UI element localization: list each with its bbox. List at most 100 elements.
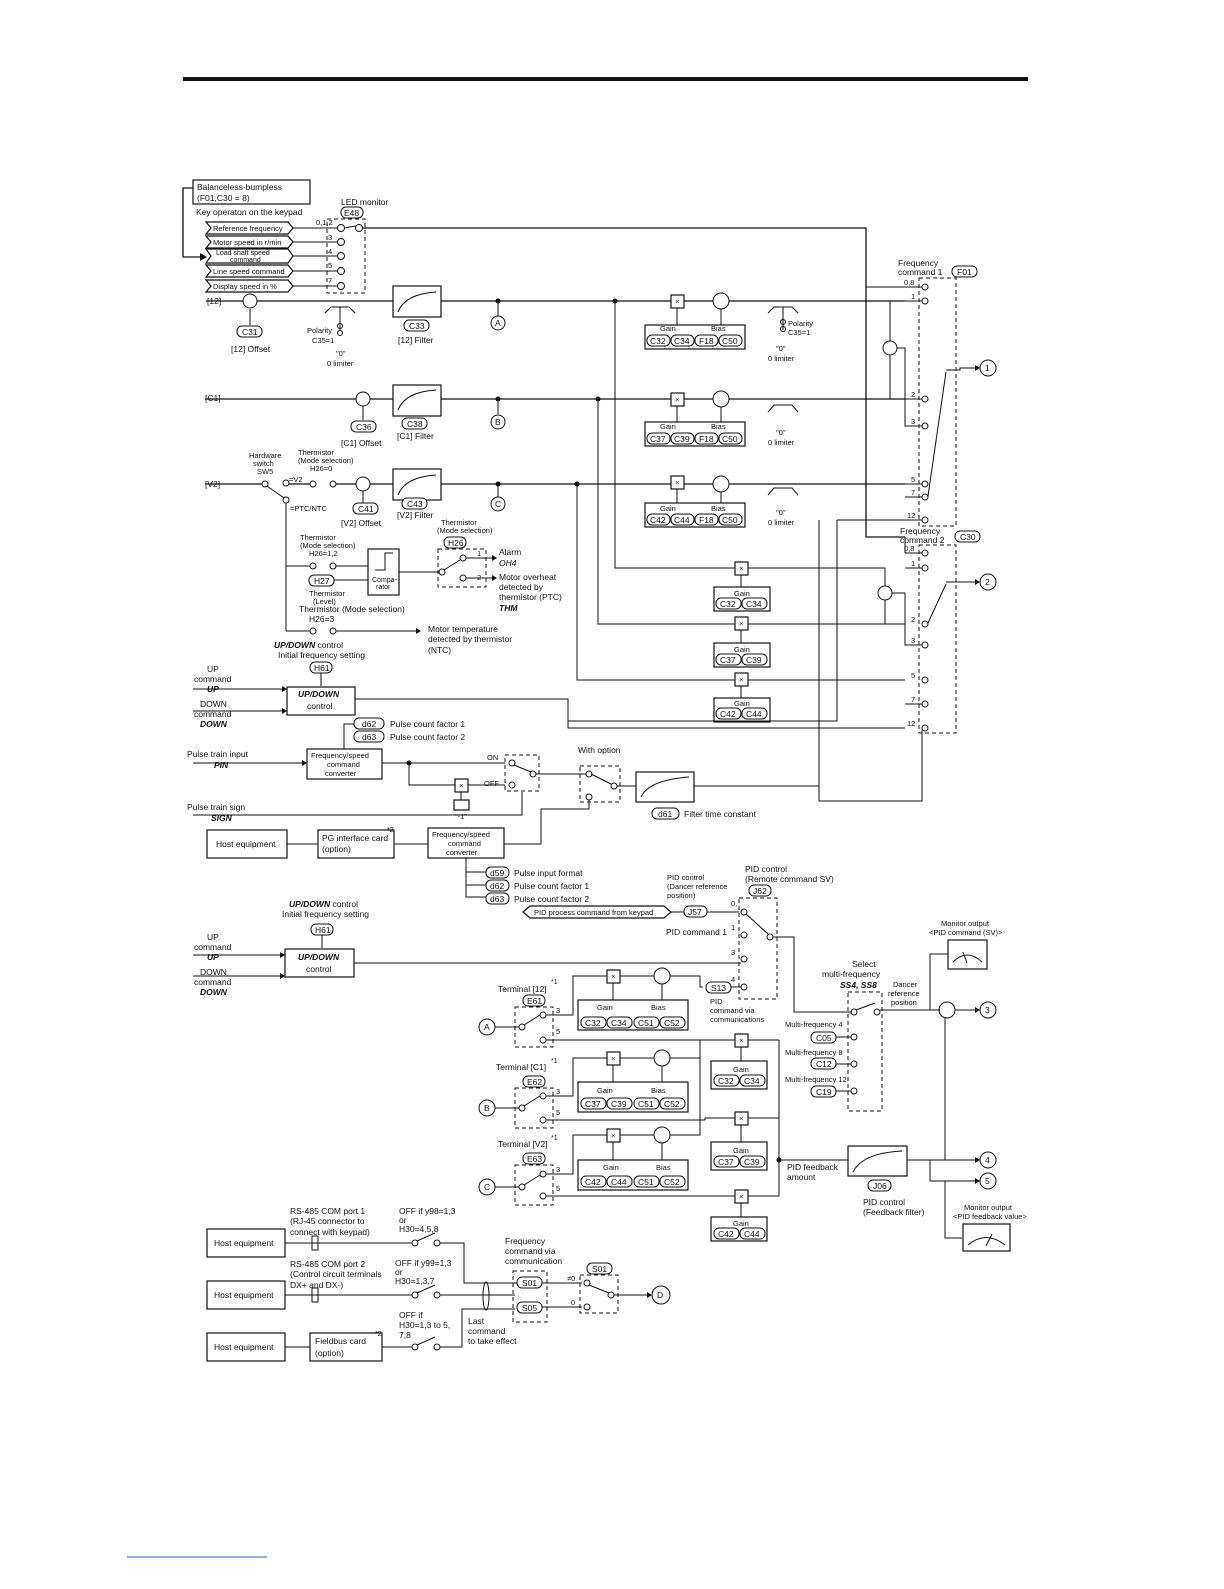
filter-12 <box>392 285 442 318</box>
svg-text:H30=1,3,7: H30=1,3,7 <box>395 1276 435 1286</box>
param-c31[interactable] <box>236 325 263 338</box>
param-f18-b[interactable] <box>694 432 719 445</box>
svg-text:Bias: Bias <box>656 1163 671 1172</box>
svg-text:Bias: Bias <box>651 1086 666 1095</box>
svg-text:Multi-frequency 4: Multi-frequency 4 <box>785 1020 843 1029</box>
param-c30[interactable] <box>954 530 981 543</box>
param-c39-c[interactable] <box>606 1097 633 1110</box>
param-j62[interactable] <box>748 884 772 897</box>
svg-text:Gain: Gain <box>734 589 750 598</box>
param-c44-b[interactable] <box>741 707 768 720</box>
svg-text:C51: C51 <box>638 1018 654 1028</box>
svg-text:C37: C37 <box>718 1157 734 1167</box>
svg-text:(Control circuit terminals: (Control circuit terminals <box>290 1269 382 1279</box>
param-c37-c[interactable] <box>580 1097 607 1110</box>
param-d61[interactable] <box>651 807 680 820</box>
svg-text:Monitor output: Monitor output <box>941 919 990 928</box>
param-c52-c[interactable] <box>659 1175 686 1188</box>
param-d63-a[interactable] <box>353 730 385 743</box>
sum-c1 <box>355 391 371 407</box>
param-c39-b[interactable] <box>741 653 768 666</box>
param-e48[interactable] <box>340 206 364 219</box>
svg-text:Compa-: Compa- <box>372 577 398 584</box>
param-j06[interactable] <box>867 1179 892 1192</box>
svg-text:Gain: Gain <box>734 645 750 654</box>
svg-text:Gain: Gain <box>733 1219 749 1228</box>
fs-converter-b <box>427 827 505 859</box>
param-c44-a[interactable] <box>670 513 695 526</box>
param-c50-b[interactable] <box>718 432 743 445</box>
svg-text:d59: d59 <box>490 868 504 878</box>
param-c32-a[interactable] <box>646 334 671 347</box>
param-c41[interactable] <box>352 502 379 515</box>
param-e61[interactable] <box>522 994 546 1007</box>
param-c42-a[interactable] <box>646 513 671 526</box>
led-item-0-text: Reference frequency <box>213 224 283 233</box>
param-c42-c[interactable] <box>580 1175 607 1188</box>
param-c51-a[interactable] <box>633 1016 660 1029</box>
svg-text:OFF if y98=1,3: OFF if y98=1,3 <box>399 1206 456 1216</box>
param-c52-a[interactable] <box>659 1016 686 1029</box>
svg-text:C34: C34 <box>744 1076 760 1086</box>
param-c50-c[interactable] <box>718 513 743 526</box>
param-e63[interactable] <box>522 1152 546 1165</box>
svg-text:C35=1: C35=1 <box>788 328 810 337</box>
svg-text:"-1": "-1" <box>455 812 467 821</box>
svg-text:×: × <box>739 564 743 573</box>
param-c39-d[interactable] <box>739 1155 766 1168</box>
param-c44-c[interactable] <box>606 1175 633 1188</box>
param-c37-d[interactable] <box>713 1155 740 1168</box>
svg-text:UP/DOWN control: UP/DOWN control <box>274 640 343 650</box>
param-c34-c[interactable] <box>606 1016 633 1029</box>
filter-12-label: [12] Filter <box>398 335 434 345</box>
param-c44-d[interactable] <box>739 1227 766 1240</box>
param-f18-c[interactable] <box>694 513 719 526</box>
svg-text:×: × <box>739 1036 743 1045</box>
param-c38[interactable] <box>401 417 428 430</box>
svg-text:Gain: Gain <box>734 699 750 708</box>
svg-text:B: B <box>495 417 501 427</box>
param-c39-a[interactable] <box>670 432 695 445</box>
balanceless-box <box>192 179 311 205</box>
param-d62-b[interactable] <box>485 879 510 892</box>
param-c42-d[interactable] <box>713 1227 740 1240</box>
param-f01[interactable] <box>951 265 978 278</box>
svg-text:C41: C41 <box>358 504 374 514</box>
svg-text:(Level): (Level) <box>313 597 336 606</box>
svg-text:C52: C52 <box>664 1018 680 1028</box>
param-c37-b[interactable] <box>715 653 742 666</box>
param-c34-d[interactable] <box>739 1074 766 1087</box>
param-e62[interactable] <box>522 1075 546 1088</box>
param-c42-b[interactable] <box>715 707 742 720</box>
param-c51-b[interactable] <box>633 1097 660 1110</box>
param-c32-b[interactable] <box>715 597 742 610</box>
param-s01-b[interactable] <box>586 1262 613 1275</box>
svg-text:DOWN: DOWN <box>200 699 227 709</box>
svg-text:C30: C30 <box>960 532 976 542</box>
param-c32-c[interactable] <box>580 1016 607 1029</box>
param-c52-b[interactable] <box>659 1097 686 1110</box>
param-c51-c[interactable] <box>633 1175 660 1188</box>
svg-text:d63: d63 <box>490 894 504 904</box>
svg-text:C12: C12 <box>816 1059 832 1069</box>
svg-text:UP: UP <box>207 932 219 942</box>
param-h26[interactable] <box>443 536 467 549</box>
svg-text:command 2: command 2 <box>900 535 945 545</box>
param-c33[interactable] <box>403 319 430 332</box>
param-c34-b[interactable] <box>741 597 768 610</box>
param-c37-a[interactable] <box>646 432 671 445</box>
svg-text:C39: C39 <box>611 1099 627 1109</box>
param-d63-b[interactable] <box>485 892 510 905</box>
param-c34-a[interactable] <box>670 334 695 347</box>
param-d59[interactable] <box>485 866 510 879</box>
param-c50-a[interactable] <box>718 334 743 347</box>
svg-text:Polarity: Polarity <box>788 319 813 328</box>
svg-text:F18: F18 <box>699 515 714 525</box>
param-c36[interactable] <box>350 420 377 433</box>
svg-text:Terminal [12]: Terminal [12] <box>498 984 547 994</box>
param-f18-a[interactable] <box>694 334 719 347</box>
param-c32-d[interactable] <box>713 1074 740 1087</box>
node-c-top <box>490 496 506 512</box>
meter-pv <box>962 1223 1011 1252</box>
param-c43[interactable] <box>401 497 428 510</box>
